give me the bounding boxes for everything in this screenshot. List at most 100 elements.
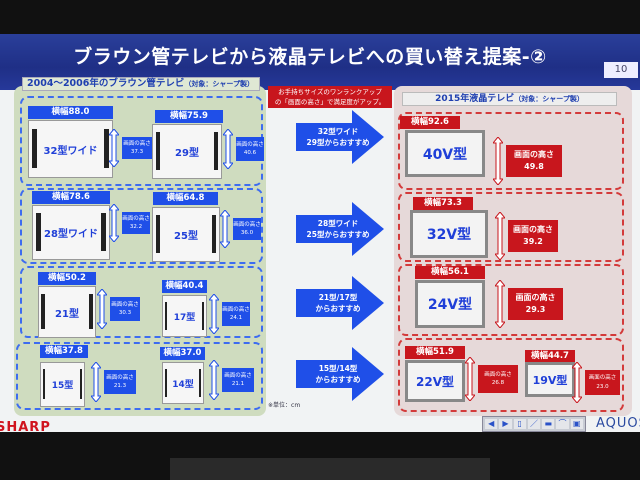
crt-height-box: 画面の高さ 24.1 bbox=[222, 302, 250, 326]
crt-tv-image: 28型ワイド bbox=[32, 205, 110, 260]
double-arrow-icon bbox=[207, 293, 221, 335]
crt-width-label: 横幅78.6 bbox=[32, 191, 110, 204]
crt-tv-image: 21型 bbox=[38, 286, 96, 338]
crt-tv-size: 32型ワイド bbox=[43, 145, 98, 157]
crt-width-label: 横幅50.2 bbox=[38, 272, 96, 285]
height-label: 画面の高さ bbox=[123, 140, 151, 147]
lcd-width-label: 横幅44.7 bbox=[525, 350, 575, 363]
slide-title: ブラウン管テレビから液晶テレビへの買い替え提案-② bbox=[73, 46, 547, 68]
crt-width-label: 横幅88.0 bbox=[28, 106, 113, 119]
arrow-left-icon[interactable]: ◀ bbox=[485, 419, 498, 429]
height-label: 画面の高さ bbox=[484, 371, 512, 378]
lcd-panel-header: 2015年液晶テレビ（対象：シャープ製） bbox=[402, 92, 617, 106]
recommendation-arrow bbox=[296, 110, 384, 164]
double-arrow-icon bbox=[493, 211, 507, 261]
lcd-tv-size: 40V型 bbox=[422, 146, 468, 163]
crt-height-box: 画面の高さ 21.1 bbox=[222, 368, 254, 392]
crt-height-box: 画面の高さ 37.3 bbox=[122, 137, 152, 159]
lcd-tv-image: 24V型 bbox=[415, 280, 485, 328]
double-arrow-icon bbox=[491, 136, 505, 186]
eraser-icon[interactable]: ⌒ bbox=[556, 419, 569, 429]
lcd-header-subject: （対象：シャープ製） bbox=[514, 95, 584, 103]
height-label: 画面の高さ bbox=[515, 293, 556, 302]
crt-header-subject: （対象：シャープ製） bbox=[184, 80, 254, 88]
lcd-height-box: 画面の高さ 39.2 bbox=[508, 220, 558, 252]
height-value: 32.2 bbox=[129, 224, 143, 230]
presentation-screen: ブラウン管テレビから液晶テレビへの買い替え提案-② 10 2004～2006年の… bbox=[0, 34, 640, 432]
crt-tv-image: 17型 bbox=[162, 295, 207, 337]
height-label: 画面の高さ bbox=[106, 374, 134, 381]
crt-width-label: 横幅64.8 bbox=[153, 192, 218, 205]
crt-tv-size: 15型 bbox=[51, 381, 74, 391]
recommendation-line: 21型/17型 bbox=[318, 293, 358, 302]
recommendation-line: 32型ワイド bbox=[317, 127, 359, 136]
crt-tv-size: 21型 bbox=[55, 308, 79, 320]
crt-row bbox=[20, 266, 263, 338]
lcd-row bbox=[398, 192, 624, 262]
recommendation-line: 15型/14型 bbox=[318, 364, 358, 373]
double-arrow-icon bbox=[570, 361, 584, 404]
crt-row bbox=[20, 188, 263, 264]
double-arrow-icon bbox=[107, 128, 121, 168]
height-label: 画面の高さ bbox=[233, 221, 261, 228]
mouse-icon[interactable]: ▯ bbox=[513, 419, 526, 429]
lcd-tv-image: 32V型 bbox=[410, 210, 488, 258]
note-line: お手持ちサイズのワンランクアップ bbox=[278, 88, 382, 96]
lcd-tv-image: 19V型 bbox=[525, 362, 575, 397]
page-number: 10 bbox=[604, 62, 638, 78]
unit-note: ※単位：cm bbox=[268, 402, 301, 409]
arrow-right-icon[interactable]: ▶ bbox=[499, 419, 512, 429]
recommendation-line: 28型ワイド bbox=[317, 219, 359, 228]
menu-icon[interactable]: ▣ bbox=[570, 419, 583, 429]
recommendation-arrows bbox=[296, 110, 384, 401]
lcd-row bbox=[398, 338, 624, 412]
recommendation-arrow bbox=[296, 276, 384, 330]
recommendation-arrow bbox=[296, 202, 384, 256]
height-label: 画面の高さ bbox=[513, 225, 553, 234]
double-arrow-icon bbox=[107, 203, 121, 243]
crt-tv-size: 14型 bbox=[172, 379, 194, 390]
lcd-tv-image: 22V型 bbox=[405, 360, 465, 402]
height-label: 画面の高さ bbox=[588, 375, 617, 382]
lcd-row bbox=[398, 264, 624, 336]
double-arrow-icon bbox=[89, 361, 103, 403]
recommendation-line: からおすすめ bbox=[315, 375, 361, 384]
double-arrow-icon bbox=[463, 356, 477, 402]
height-label: 画面の高さ bbox=[224, 372, 252, 379]
double-arrow-icon bbox=[221, 128, 235, 170]
height-value: 49.8 bbox=[524, 162, 544, 171]
crt-panel-header: 2004～2006年のブラウン管テレビ（対象：シャープ製） bbox=[22, 77, 260, 91]
sharp-logo: SHARP bbox=[0, 420, 51, 432]
crt-width-label: 横幅37.0 bbox=[160, 347, 205, 360]
recommendation-line: 29型からおすすめ bbox=[306, 138, 370, 147]
lcd-width-label: 横幅73.3 bbox=[413, 197, 473, 210]
crt-row bbox=[16, 342, 263, 410]
crt-width-label: 横幅40.4 bbox=[162, 280, 207, 293]
height-label: 画面の高さ bbox=[236, 141, 264, 148]
screen-icon[interactable]: ▬ bbox=[542, 419, 555, 429]
height-value: 24.1 bbox=[229, 315, 243, 321]
height-label: 画面の高さ bbox=[111, 301, 139, 308]
recommendation-line: からおすすめ bbox=[315, 304, 361, 313]
height-value: 36.0 bbox=[240, 230, 254, 236]
lcd-tv-size: 32V型 bbox=[426, 227, 472, 243]
crt-height-box: 画面の高さ 36.0 bbox=[233, 218, 261, 240]
height-value: 39.2 bbox=[523, 237, 543, 246]
pen-icon[interactable]: ／ bbox=[527, 419, 541, 429]
height-value: 37.3 bbox=[130, 149, 144, 155]
crt-tv-size: 17型 bbox=[173, 312, 196, 323]
crt-tv-image: 14型 bbox=[162, 362, 204, 404]
height-value: 21.1 bbox=[231, 381, 245, 387]
height-label: 画面の高さ bbox=[222, 306, 250, 313]
height-value: 21.3 bbox=[113, 383, 127, 389]
note-line: の「画面の高さ」で満足度がアップ。 bbox=[274, 98, 386, 106]
note-banner: お手持ちサイズのワンランクアップの「画面の高さ」で満足度がアップ。 bbox=[268, 86, 392, 108]
height-label: 画面の高さ bbox=[514, 150, 554, 159]
recommendation-line: 25型からおすすめ bbox=[306, 230, 370, 239]
crt-tv-image: 15型 bbox=[40, 362, 85, 407]
presentation-toolbar: ◀ ▶ ▯ ／ ▬ ⌒ ▣ bbox=[482, 416, 586, 432]
